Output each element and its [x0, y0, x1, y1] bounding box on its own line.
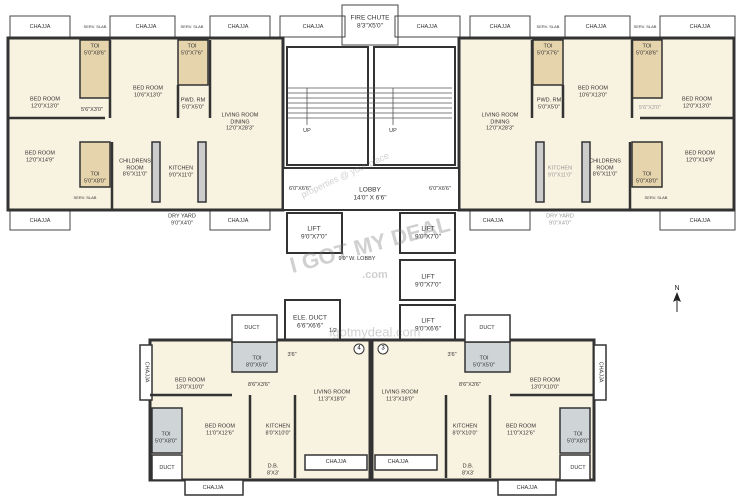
toilet-label: TOI 5'0"X5'0" [473, 355, 495, 369]
living-room-label: LIVING ROOM 11'3"X18'0" [313, 389, 351, 403]
duct-label: DUCT [159, 464, 175, 471]
db-label: D.B. 8'X3' [462, 463, 474, 477]
duct-label: DUCT [479, 324, 495, 331]
lift-label: LIFT 9'0"X7'0" [415, 225, 441, 241]
chajja-label: CHAJJA [227, 23, 249, 30]
lift-label: LIFT 9'0"X6'6" [415, 317, 441, 333]
dimension-label: 3'6" [447, 351, 457, 358]
toilet-label: TOI 5'0"X7'6" [537, 43, 559, 57]
electric-duct-label: ELE. DUCT 6'6"X6'6" [293, 314, 327, 330]
chajja-label: CHAJJA [29, 23, 51, 30]
chajja-label: CHAJJA [202, 484, 224, 491]
chajja-label: CHAJJA [135, 23, 157, 30]
childrens-room-label: CHILDRENS ROOM 8'6"X11'0" [589, 158, 621, 178]
duct-label: DUCT [570, 464, 586, 471]
toilet-label: TOI 5'0"X8'6" [636, 43, 658, 57]
passage-label: 5'6"X3'0" [639, 104, 661, 111]
kitchen-label: KITCHEN 9'0"X11'0" [547, 165, 573, 179]
db-label: D.B. 8'X3' [267, 463, 279, 477]
toilet-label: TOI 8'0"X5'0" [246, 355, 268, 369]
serv-slab-label: SERV. SLAB [83, 23, 107, 29]
living-dining-label: LIVING ROOM DINING 12'0"X28'3" [221, 112, 259, 132]
chajja-label: CHAJJA [585, 23, 607, 30]
lobby-label: LOBBY 14'0" X 6'6" [353, 186, 387, 202]
toilet-label: TOI 5'0"X7'6" [181, 43, 203, 57]
chajja-label: CHAJJA [143, 361, 150, 383]
toilet-label: TOI 5'0"X8'0" [567, 431, 589, 445]
toilet-label: TOI 5'0"X8'6" [84, 43, 106, 57]
stair-up-label: UP [303, 127, 311, 134]
chajja-label: CHAJJA [689, 23, 711, 30]
dimension-label: 3'6" [287, 351, 297, 358]
chajja-label: CHAJJA [689, 217, 711, 224]
chajja-label: CHAJJA [597, 361, 604, 383]
serv-slab-label: SERV. SLAB [73, 194, 97, 200]
toilet-label: TOI 5'0"X8'0" [636, 171, 658, 185]
north-label: N [674, 285, 680, 292]
serv-slab-label: SERV. SLAB [644, 194, 668, 200]
toilet-label: TOI 5'0"X8'0" [84, 171, 106, 185]
bedroom-label: BED ROOM 11'0"X12'6" [205, 423, 235, 437]
bedroom-label: BED ROOM 12'0"X13'0" [30, 96, 60, 110]
bedroom-label: BED ROOM 13'0"X10'0" [530, 377, 560, 391]
living-room-label: LIVING ROOM 11'3"X18'0" [381, 389, 419, 403]
lift-label: LIFT 9'0"X7'0" [415, 273, 441, 289]
bedroom-label: BED ROOM 12'0"X14'9" [25, 150, 55, 164]
chajja-label: CHAJJA [325, 458, 347, 465]
passage-label: 5'6"X3'0" [81, 106, 103, 113]
bedroom-label: BED ROOM 13'0"X10'0" [175, 377, 205, 391]
kitchen-label: KITCHEN 8'0"X10'0" [265, 423, 291, 437]
compass: N [670, 285, 684, 314]
dry-yard-label: DRY YARD 9'0"X4'0" [168, 213, 196, 227]
half-label: 1/2 [329, 327, 337, 334]
flat-number-badge: 4 [353, 343, 365, 355]
serv-slab-label: SERV. SLAB [633, 23, 657, 29]
childrens-room-label: CHILDRENS ROOM 8'6"X11'0" [119, 158, 151, 178]
bedroom-label: BED ROOM 10'6"X13'0" [578, 85, 608, 99]
chajja-label: CHAJJA [227, 217, 249, 224]
chajja-label: CHAJJA [387, 458, 409, 465]
bedroom-label: BED ROOM 12'0"X13'0" [682, 96, 712, 110]
duct-label: DUCT [244, 324, 260, 331]
kitchen-label: KITCHEN 8'0"X10'0" [452, 423, 478, 437]
north-arrow-icon [673, 292, 681, 312]
passage-label: 8'6"X3'6" [248, 381, 270, 388]
chajja-label: CHAJJA [516, 484, 538, 491]
kitchen-label: KITCHEN 9'0"X11'0" [168, 165, 194, 179]
lobby-side-label: 6'0"X6'6" [289, 185, 311, 192]
powder-room-label: PWD. RM 5'0"X5'0" [536, 97, 562, 111]
watermark-url: igotmydeal.com [329, 324, 421, 340]
living-dining-label: LIVING ROOM DINING 12'0"X28'3" [481, 112, 519, 132]
dry-yard-label: DRY YARD 9'0"X4'0" [546, 213, 574, 227]
bedroom-label: BED ROOM 12'0"X14'9" [685, 150, 715, 164]
serv-slab-label: SERV. SLAB [180, 23, 204, 29]
chajja-label: CHAJJA [416, 23, 438, 30]
chajja-label: CHAJJA [482, 217, 504, 224]
lobby-side-label: 6'0"X6'6" [429, 185, 451, 192]
stair-up-label: UP [389, 127, 397, 134]
fire-chute-label: FIRE CHUTE 8'3"X5'0" [350, 14, 390, 30]
lift-lobby-label: 9'0" W. LOBBY [338, 255, 376, 262]
serv-slab-label: SERV. SLAB [536, 23, 560, 29]
chajja-label: CHAJJA [302, 23, 324, 30]
chajja-label: CHAJJA [29, 217, 51, 224]
toilet-label: TOI 5'0"X8'0" [155, 431, 177, 445]
watermark-domain: .com [362, 269, 388, 281]
bedroom-label: BED ROOM 10'6"X13'0" [133, 85, 163, 99]
chajja-label: CHAJJA [489, 23, 511, 30]
bedroom-label: BED ROOM 11'0"X12'6" [506, 423, 536, 437]
passage-label: 8'6"X3'6" [459, 381, 481, 388]
lift-label: LIFT 9'0"X7'0" [301, 225, 327, 241]
flat-number-badge: 3 [377, 343, 389, 355]
powder-room-label: PWD. RM 5'0"X5'0" [180, 97, 206, 111]
